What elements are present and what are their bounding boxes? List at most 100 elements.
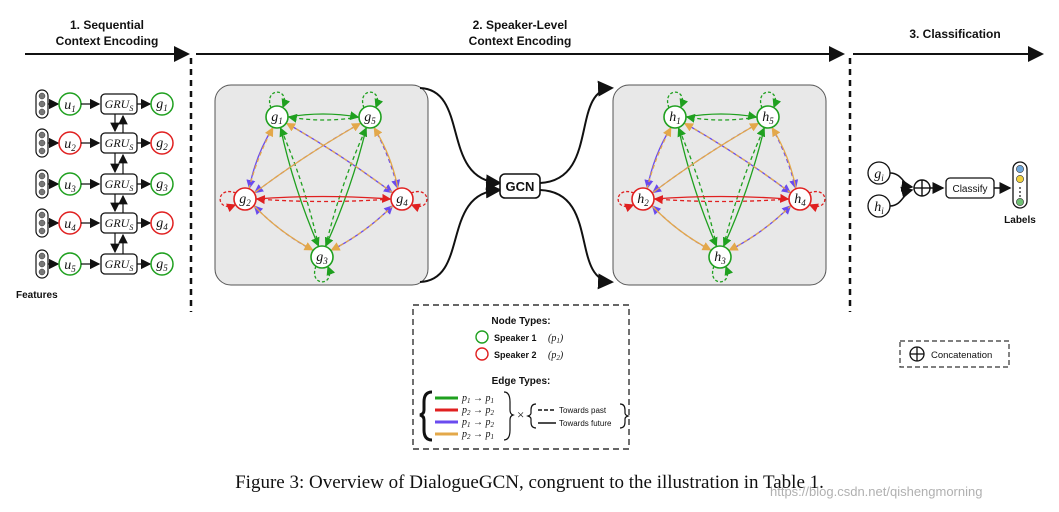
self-loop [313,265,336,283]
self-loop [666,91,689,109]
legend-speaker1-symbol: (p1) [548,333,564,345]
graph-node-label: h5 [762,110,774,126]
graph-edge [373,127,399,189]
legend-speaker1-swatch [475,330,489,344]
gru-label: GRUS [105,216,134,232]
legend-edge-types-title: Edge Types: [492,376,551,387]
gru-label: GRUS [105,97,134,113]
arrow-g-to-concat [889,172,914,192]
feature-vector [35,208,49,238]
labels-label: Labels [1004,215,1036,226]
graph-node-label: h2 [637,192,649,208]
graph-node-label: h4 [794,192,806,208]
utterance-label: u2 [64,137,76,153]
section-2-title-line2: Context Encoding [469,34,572,48]
section-1-title-line2: Context Encoding [56,34,159,48]
utterance-label: u5 [64,258,76,274]
graph-edge [285,122,394,194]
utterance-label: u1 [64,98,76,114]
graph-edge [683,122,792,194]
section-1-title-line1: 1. Sequential [70,18,144,32]
context-node [150,92,174,116]
context-node [150,211,174,235]
gcn-box [499,173,541,199]
graph-edge [646,127,672,189]
graph-node [756,105,780,129]
graph-edge [728,204,792,251]
graph-edge [255,193,392,203]
context-label: g4 [156,216,168,232]
gru-label: GRUS [105,136,134,152]
connector-in-bottom [419,182,502,283]
graph-node-label: h3 [714,250,726,266]
figure-caption: Figure 3: Overview of DialogueGCN, congr… [235,472,824,493]
section-2-title-line1: 2. Speaker-Level [473,18,568,32]
input-g-label: gi [874,167,884,183]
legend-brace-3 [619,403,630,429]
legend-left-brace [419,390,433,442]
legend-edge-label: p2 → p1 [461,429,494,441]
context-label: g5 [156,257,168,273]
graph-node [708,245,732,269]
graph-node [390,187,414,211]
self-loop [711,265,734,283]
legend-node-types-title: Node Types: [491,316,550,327]
concat-legend-label: Concatenation [931,350,992,361]
graph-edge [279,127,320,247]
self-loop [759,91,782,109]
graph-node-label: g2 [239,192,251,208]
legend-box [412,304,630,450]
graph-node [310,245,334,269]
graph-node [265,105,289,129]
legend-edge-label: p1 → p1 [461,393,494,405]
self-loop [808,190,826,213]
legend-speaker1-label: Speaker 1 [494,333,537,343]
feature-vector [35,128,49,158]
self-loop [410,190,428,213]
graph-node [788,187,812,211]
graph-node [233,187,257,211]
labels-stack [1012,161,1028,209]
graph-edge [651,205,712,251]
graph-right: h1 h2 h3 h4 h5 [617,91,826,283]
graph-edge [253,205,314,251]
graph-edge [653,195,790,205]
graph-edge [253,122,362,194]
graph-edge [685,113,758,123]
context-label: g1 [156,97,168,113]
gcn-label: GCN [506,179,535,194]
legend-edge-label: p2 → p2 [461,405,495,417]
connector-in-top [419,87,502,191]
connector-out-top [539,80,614,184]
graph-node [663,105,687,129]
feature-vector [35,169,49,199]
context-node [150,252,174,276]
legend-speaker2-label: Speaker 2 [494,350,537,360]
graph-edge [677,127,718,247]
self-loop [617,190,635,213]
arrow-h-to-concat [889,186,914,207]
connector-out-bottom [539,189,614,290]
context-label: g3 [156,177,168,193]
graph-edge [324,127,368,247]
legend-speaker2-swatch [475,347,489,361]
graph-edge [330,204,394,251]
graph-node [358,105,382,129]
graph-node-label: h1 [669,110,681,126]
self-loop [219,190,237,213]
graph-node-label: g4 [396,192,408,208]
graph-edge [653,193,790,203]
legend-towards-past: Towards past [559,406,607,415]
classify-label: Classify [952,184,987,195]
graph-edge [651,122,760,194]
graph-node-label: g1 [271,110,283,126]
context-label: g2 [156,136,168,152]
feature-vector [35,89,49,119]
self-loop [361,91,384,109]
input-h-label: hi [874,200,884,216]
utterance-label: u4 [64,217,76,233]
context-node [150,131,174,155]
